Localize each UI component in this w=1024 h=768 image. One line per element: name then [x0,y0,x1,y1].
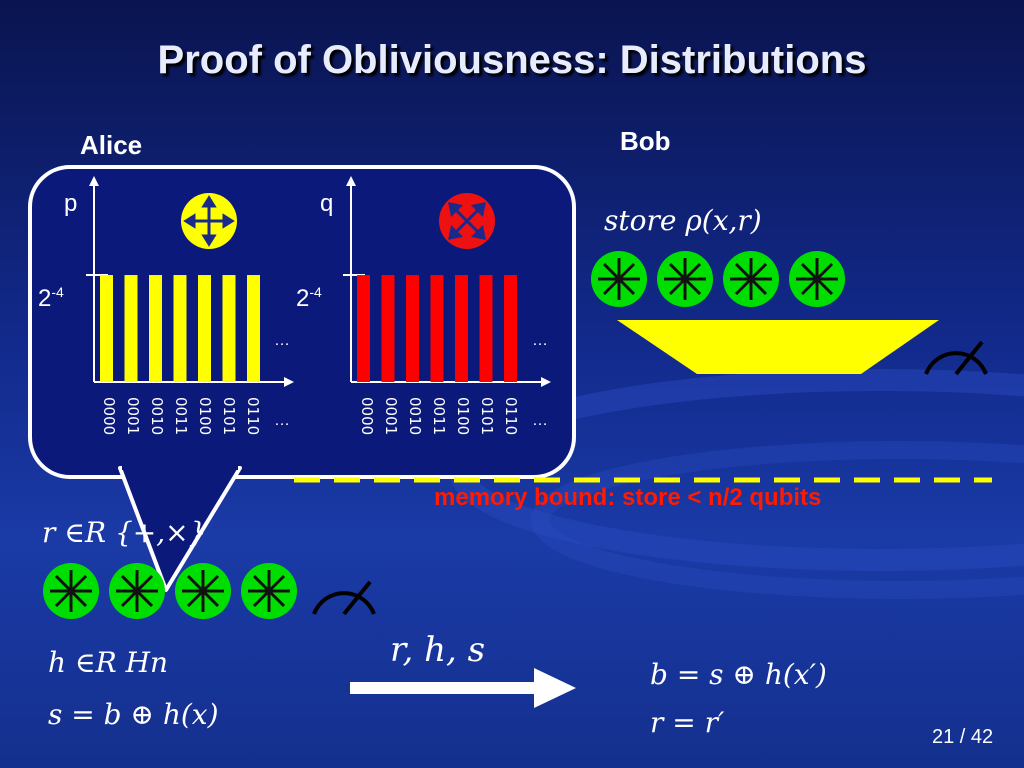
alice-hash-choice: h ∈R Hn [48,646,169,679]
chart-q-bin-label: 0110 [502,397,520,436]
alice-s-computation: s = b ⊕ h(x) [48,698,219,731]
alice-basis-choice: r ∈R {+,×} [42,516,207,549]
chart-q-bin-label: 0001 [382,397,400,436]
page-number: 21 / 42 [932,726,994,748]
chart-p [86,176,294,387]
chart-p-ytick: 2-4 [38,284,64,312]
memory-bound-line [294,477,992,483]
memory-bound-text: memory bound: store < n/2 qubits [434,484,822,511]
chart-q-bin-label: 0100 [454,397,472,436]
measurement-icon [924,340,988,376]
chart-q-y-axis-arrow [346,176,356,186]
chart-q [343,176,551,387]
chart-p-bin-label: 0100 [196,397,214,436]
qubit-icon [789,251,845,307]
message-label: r, h, s [390,630,486,670]
cross-basis-icon [439,193,495,249]
chart-q-bar-0011 [430,275,444,382]
chart-q-bar-0101 [479,275,493,382]
alice-qubit-row [42,562,298,620]
chart-q-bin-labels: 0000 0001 0010 0011 0100 0101 0110 [354,397,520,435]
memory-funnel [617,320,939,374]
chart-q-bin-ellipsis: … [532,412,548,429]
chart-p-bin-label: 0010 [148,397,166,436]
chart-q-bar-0010 [406,275,419,382]
measurement-icon [312,580,376,616]
bob-store-text: store ρ(x,r) [604,204,762,237]
bob-qubit-row [590,250,846,308]
bob-check-r: r = r′ [650,706,725,739]
chart-p-y-axis-arrow [89,176,99,186]
chart-q-ellipsis: … [532,332,548,349]
qubit-icon [43,563,99,619]
chart-p-bin-ellipsis: … [274,412,290,429]
chart-p-bin-label: 0110 [244,397,262,436]
chart-q-bar-0100 [455,275,468,382]
message-arrow [350,668,576,708]
chart-q-ytick: 2-4 [296,284,322,312]
chart-p-bar-0010 [149,275,162,382]
plus-basis-icon [181,193,237,249]
chart-p-bar-0001 [124,275,138,382]
slide-title: Proof of Obliviousness: Distributions [157,38,867,82]
chart-q-bin-label: 0011 [430,397,448,436]
qubit-icon [657,251,713,307]
chart-q-bar-0110 [504,275,517,382]
chart-p-x-axis-arrow [284,377,294,387]
qubit-icon [591,251,647,307]
alice-label: Alice [80,130,143,160]
chart-q-bin-label: 0010 [406,397,424,436]
chart-p-bar-0101 [222,275,236,382]
chart-q-bin-label: 0000 [358,397,376,436]
qubit-icon [109,563,165,619]
chart-p-bin-labels: 0000 0001 0010 0011 0100 0101 0110 [96,397,262,435]
chart-p-bin-label: 0000 [100,397,118,436]
bubble-tail [118,460,242,592]
chart-p-bar-0110 [247,275,260,382]
chart-q-bar-0001 [381,275,395,382]
chart-p-bin-label: 0101 [220,397,238,436]
qubit-icon [175,563,231,619]
bob-label: Bob [620,126,671,156]
chart-p-bin-label: 0011 [172,397,190,436]
chart-p-bar-0100 [198,275,211,382]
bob-decode-b: b = s ⊕ h(x′) [650,658,827,691]
qubit-icon [723,251,779,307]
chart-q-ylabel: q [320,190,334,217]
chart-p-bin-label: 0001 [124,397,142,436]
chart-q-bar-0000 [357,275,370,382]
chart-p-bar-0000 [100,275,113,382]
chart-q-bin-label: 0101 [478,397,496,436]
chart-p-ylabel: p [64,190,78,217]
chart-q-x-axis-arrow [541,377,551,387]
chart-p-ellipsis: … [274,332,290,349]
qubit-icon [241,563,297,619]
chart-p-bar-0011 [173,275,187,382]
